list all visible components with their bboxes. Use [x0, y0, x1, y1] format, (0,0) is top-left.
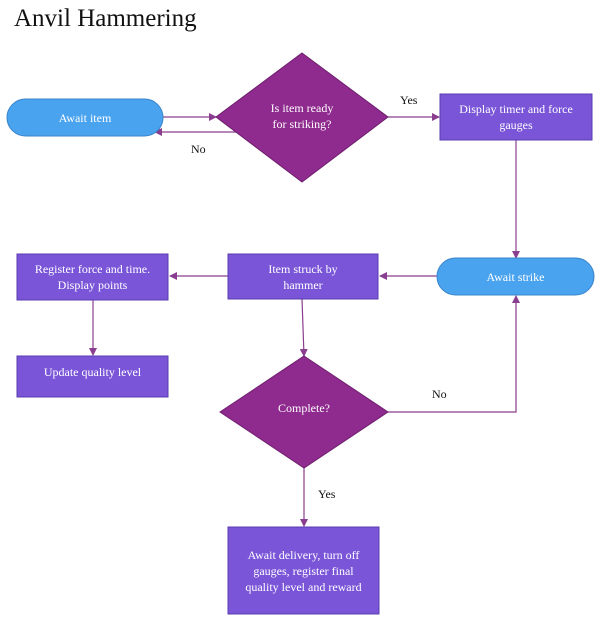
- edge-struck-to-complete: [299, 298, 308, 357]
- process-register-force: [16, 253, 169, 301]
- label-register-force: Register force and time. Display points: [34, 262, 151, 292]
- process-await-delivery: [227, 526, 380, 615]
- edge-complete-no-to-await-strike: [388, 295, 520, 413]
- label-update-quality: Update quality level: [43, 365, 142, 379]
- diagram-title: Anvil Hammering: [14, 5, 197, 32]
- terminal-await-strike: [436, 257, 595, 296]
- label-display-timer: Display timer and force gauges: [459, 102, 573, 132]
- process-item-struck: [227, 253, 379, 300]
- decision-is-item-ready: [215, 52, 389, 183]
- edge-label-ready-yes: Yes: [400, 93, 418, 107]
- label-await-item: Await item: [58, 110, 112, 125]
- label-is-item-ready: Is item ready for striking?: [270, 101, 334, 131]
- terminal-await-item: [6, 98, 164, 137]
- edge-label-complete-yes: Yes: [318, 487, 336, 501]
- label-complete: Complete?: [278, 401, 330, 415]
- process-update-quality: [16, 355, 169, 398]
- edge-label-complete-no: No: [432, 387, 447, 401]
- process-display-timer: [439, 93, 593, 141]
- decision-complete: [219, 355, 389, 469]
- label-item-struck: Item struck by hammer: [268, 261, 338, 292]
- label-await-strike: Await strike: [486, 269, 545, 284]
- edge-label-ready-no: No: [191, 142, 206, 156]
- label-await-delivery: Await delivery, turn off gauges, registe…: [245, 547, 362, 594]
